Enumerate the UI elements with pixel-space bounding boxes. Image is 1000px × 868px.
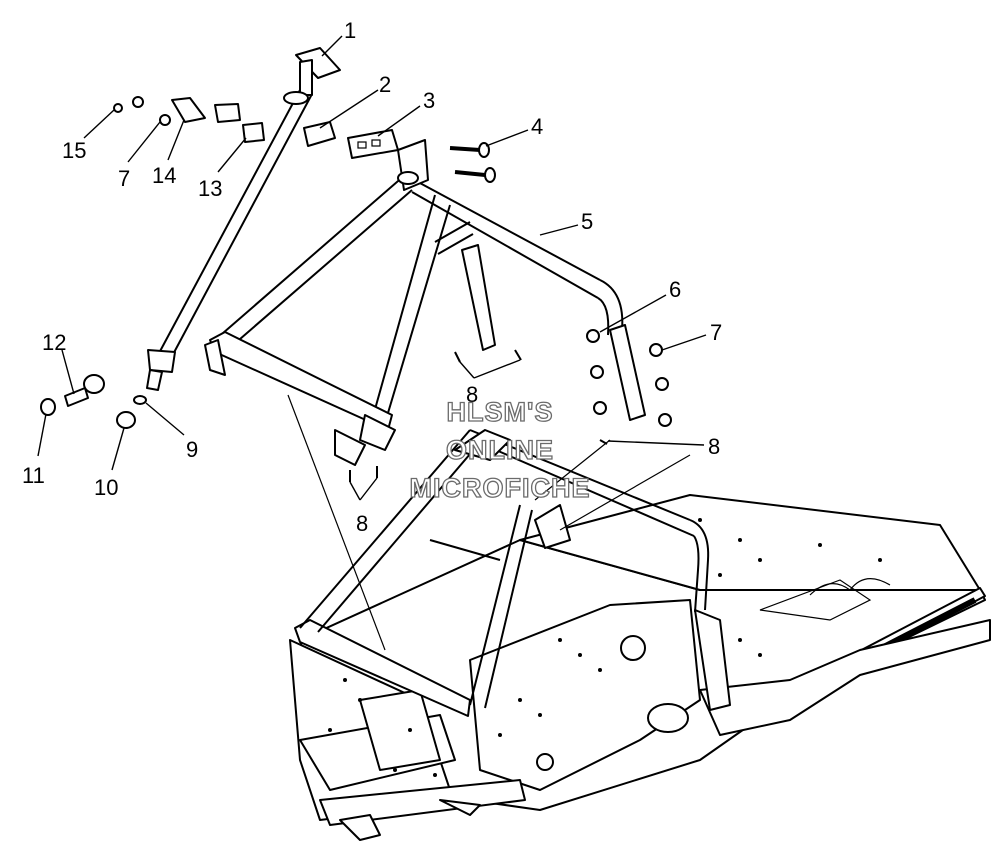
- watermark-line-1: HLSM'S: [447, 397, 554, 427]
- callout-1: 1: [344, 18, 356, 43]
- steering-post: [146, 47, 341, 391]
- callout-9: 9: [186, 437, 198, 462]
- callout-8-lower: 8: [356, 511, 368, 536]
- callout-5: 5: [581, 209, 593, 234]
- callout-6: 6: [669, 277, 681, 302]
- callout-10: 10: [94, 475, 118, 500]
- callout-15: 15: [62, 138, 86, 163]
- callout-13: 13: [198, 176, 222, 201]
- hardware-parts: [40, 96, 672, 482]
- callout-labels: 1 2 3 4 5 6 7 7 8 8 8 9 10 11 12 13 14 1…: [22, 18, 722, 536]
- callout-3: 3: [423, 88, 435, 113]
- callout-4: 4: [531, 114, 543, 139]
- callout-8-right: 8: [708, 434, 720, 459]
- callout-8-center: 8: [466, 382, 478, 407]
- steering-support-frame: [204, 139, 646, 466]
- installed-frame: [299, 429, 731, 711]
- leader-lines: [37, 35, 707, 501]
- chassis-frame: [289, 494, 991, 841]
- assembly-guide-lines: [287, 394, 691, 651]
- callout-2: 2: [379, 72, 391, 97]
- watermark-line-2: ONLINE: [446, 435, 554, 465]
- callout-7-right: 7: [710, 320, 722, 345]
- callout-7-left: 7: [118, 166, 130, 191]
- watermark-line-3: MICROFICHE: [410, 473, 591, 503]
- watermark: HLSM'S ONLINE MICROFICHE: [409, 396, 591, 503]
- callout-11: 11: [22, 463, 45, 488]
- callout-14: 14: [152, 163, 176, 188]
- callout-12: 12: [42, 330, 66, 355]
